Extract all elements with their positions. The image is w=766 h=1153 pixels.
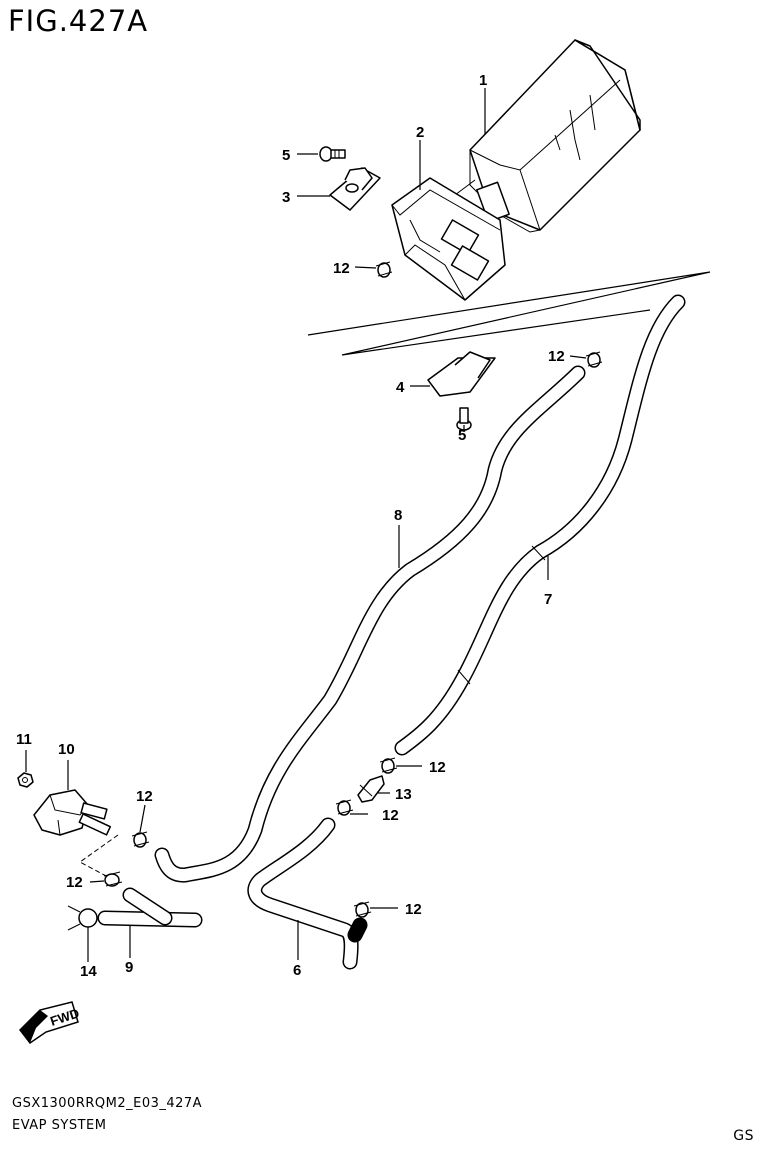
callout-12-d: 12 — [66, 874, 83, 891]
callout-12-c: 12 — [136, 788, 153, 805]
callout-12-f: 12 — [382, 807, 399, 824]
clamp-a[interactable] — [375, 261, 393, 278]
callout-10: 10 — [58, 741, 75, 758]
callout-1: 1 — [479, 72, 487, 89]
callout-6: 6 — [293, 962, 301, 979]
callout-13: 13 — [395, 786, 412, 803]
callout-5-lower: 5 — [458, 427, 466, 444]
nut[interactable] — [17, 772, 34, 788]
clamp-d[interactable] — [335, 799, 354, 816]
break-line — [307, 271, 711, 356]
bracket-lower[interactable] — [427, 351, 496, 397]
fwd-arrow-badge: FWD — [19, 1001, 81, 1045]
figure-title: FIG.427A — [8, 4, 149, 38]
callout-7: 7 — [544, 591, 552, 608]
callout-12-g: 12 — [405, 901, 422, 918]
figure-code: GSX1300RRQM2_E03_427A — [12, 1096, 203, 1111]
clamp-b[interactable] — [585, 351, 603, 368]
clamp-g[interactable] — [103, 871, 123, 887]
purge-valve[interactable] — [33, 789, 112, 836]
hose-lower[interactable] — [247, 817, 368, 970]
callout-12-a: 12 — [333, 260, 350, 277]
callout-3: 3 — [282, 189, 290, 206]
figure-name: EVAP SYSTEM — [12, 1118, 107, 1133]
clamp-f[interactable] — [131, 831, 150, 848]
connection-line — [79, 834, 119, 878]
bolt-upper[interactable] — [319, 146, 346, 162]
hose-short[interactable] — [97, 887, 203, 928]
callout-8: 8 — [394, 507, 402, 524]
callout-5-upper: 5 — [282, 147, 290, 164]
hose-middle[interactable] — [154, 365, 586, 883]
joint[interactable] — [357, 775, 385, 803]
callout-4: 4 — [396, 379, 405, 396]
region-code: GS — [733, 1128, 754, 1144]
spring-clip[interactable] — [67, 905, 98, 931]
callout-9: 9 — [125, 959, 133, 976]
clamp-c[interactable] — [379, 757, 398, 774]
callout-14: 14 — [80, 963, 97, 980]
callout-11: 11 — [16, 731, 32, 748]
callout-12-b: 12 — [548, 348, 565, 365]
clamp-e[interactable] — [353, 901, 372, 918]
hose-long[interactable] — [394, 294, 686, 756]
callout-12-e: 12 — [429, 759, 446, 776]
canister[interactable] — [454, 39, 641, 233]
callout-2: 2 — [416, 124, 424, 141]
canister-holder[interactable] — [391, 177, 506, 301]
bracket-upper[interactable] — [329, 167, 381, 211]
leader-lines — [25, 88, 587, 962]
